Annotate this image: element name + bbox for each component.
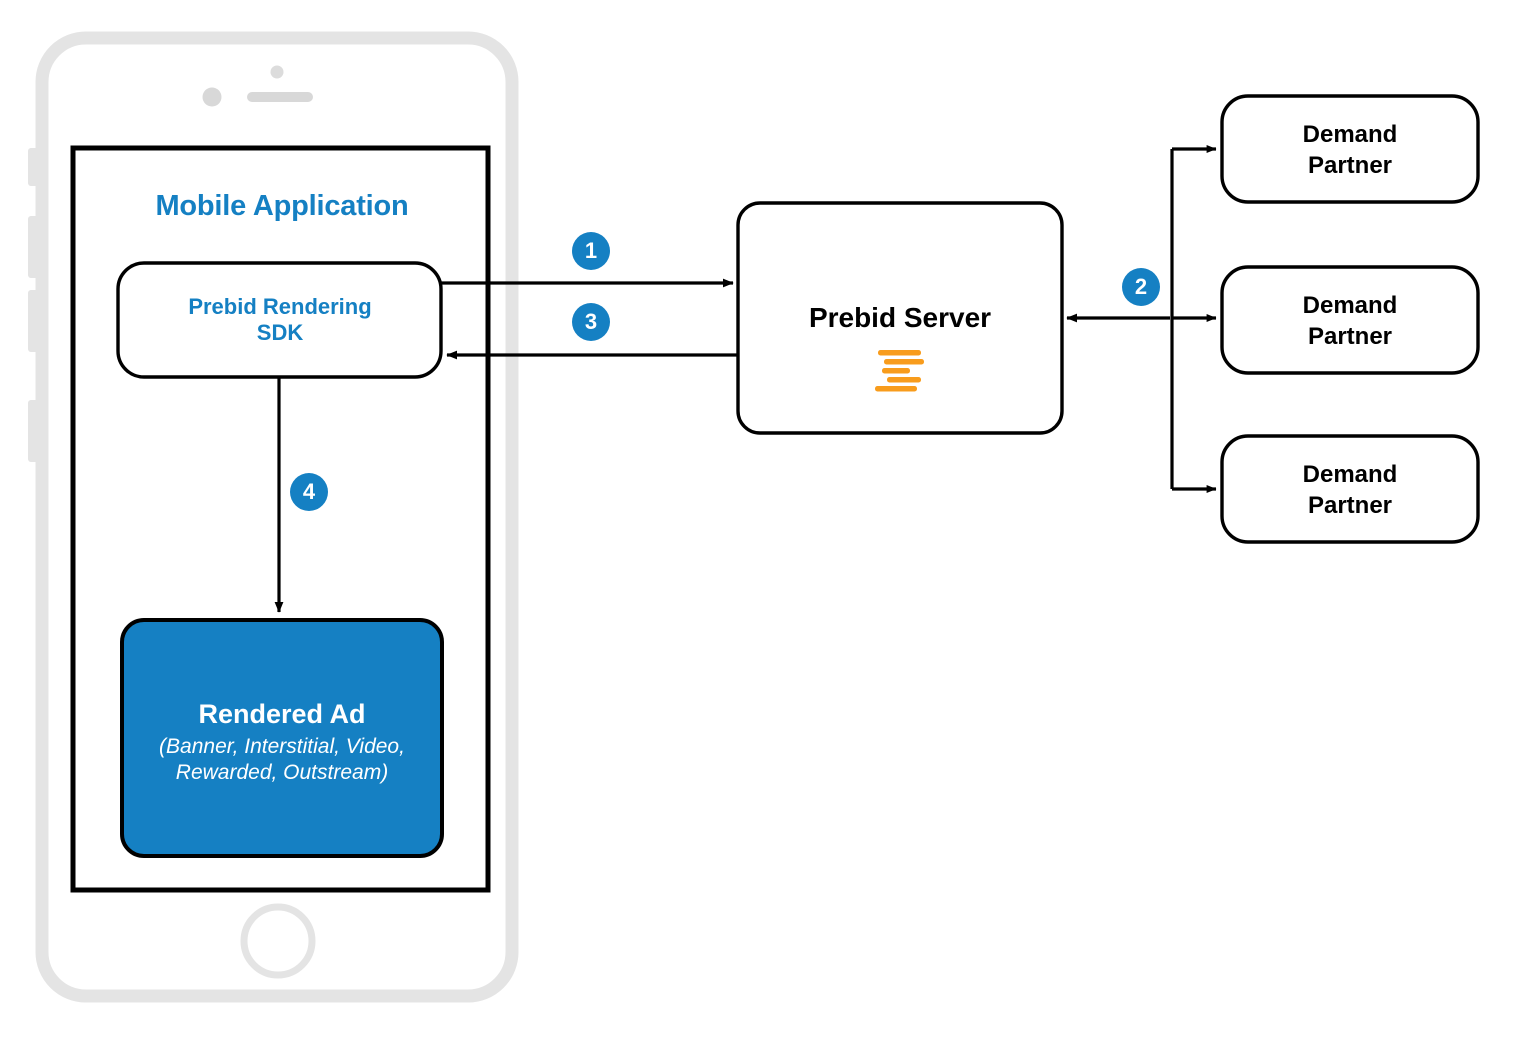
- step-badge-2: 2: [1122, 268, 1160, 306]
- prebid-logo-icon: [875, 350, 924, 392]
- phone-home-button: [240, 903, 316, 979]
- rendered-ad-title: Rendered Ad: [198, 699, 366, 730]
- demand-partner-box-2: [1220, 265, 1480, 375]
- rendered-ad-label: Rendered Ad (Banner, Interstitial, Video…: [124, 688, 440, 798]
- rendered-ad-box: [120, 618, 444, 858]
- step-badge-1: 1: [572, 232, 610, 270]
- phone-earpiece-speaker: [247, 92, 313, 102]
- demand-partner-label-1: Demand Partner: [1220, 110, 1480, 190]
- step-badge-3: 3: [572, 303, 610, 341]
- demand-partner-1-line1: Demand: [1302, 120, 1398, 148]
- phone-sensor-dot: [202, 87, 222, 107]
- demand-partner-box-3: [1220, 434, 1480, 544]
- sdk-label-line1: Prebid Rendering: [188, 294, 372, 320]
- rendered-ad-subtitle-line2: Rewarded, Outstream): [175, 761, 389, 785]
- sdk-label-line2: SDK: [256, 320, 304, 345]
- prebid-rendering-sdk-label: Prebid Rendering SDK: [120, 282, 440, 358]
- demand-partner-label-2: Demand Partner: [1220, 281, 1480, 361]
- demand-partner-label-3: Demand Partner: [1220, 450, 1480, 530]
- page-title: Mobile Application: [155, 190, 409, 223]
- demand-partner-box-1: [1220, 94, 1480, 204]
- demand-partner-1-line2: Partner: [1307, 152, 1393, 179]
- phone-front-camera-dot: [270, 65, 284, 79]
- step-badge-4: 4: [290, 473, 328, 511]
- demand-partner-3-line2: Partner: [1307, 492, 1393, 519]
- demand-partner-2-line1: Demand: [1302, 291, 1398, 319]
- prebid-server-box: [736, 201, 1064, 435]
- rendered-ad-subtitle-line1: (Banner, Interstitial, Video,: [159, 734, 405, 758]
- demand-partner-2-line2: Partner: [1307, 323, 1393, 350]
- demand-partner-3-line1: Demand: [1302, 460, 1398, 488]
- prebid-server-label: Prebid Server: [808, 301, 992, 333]
